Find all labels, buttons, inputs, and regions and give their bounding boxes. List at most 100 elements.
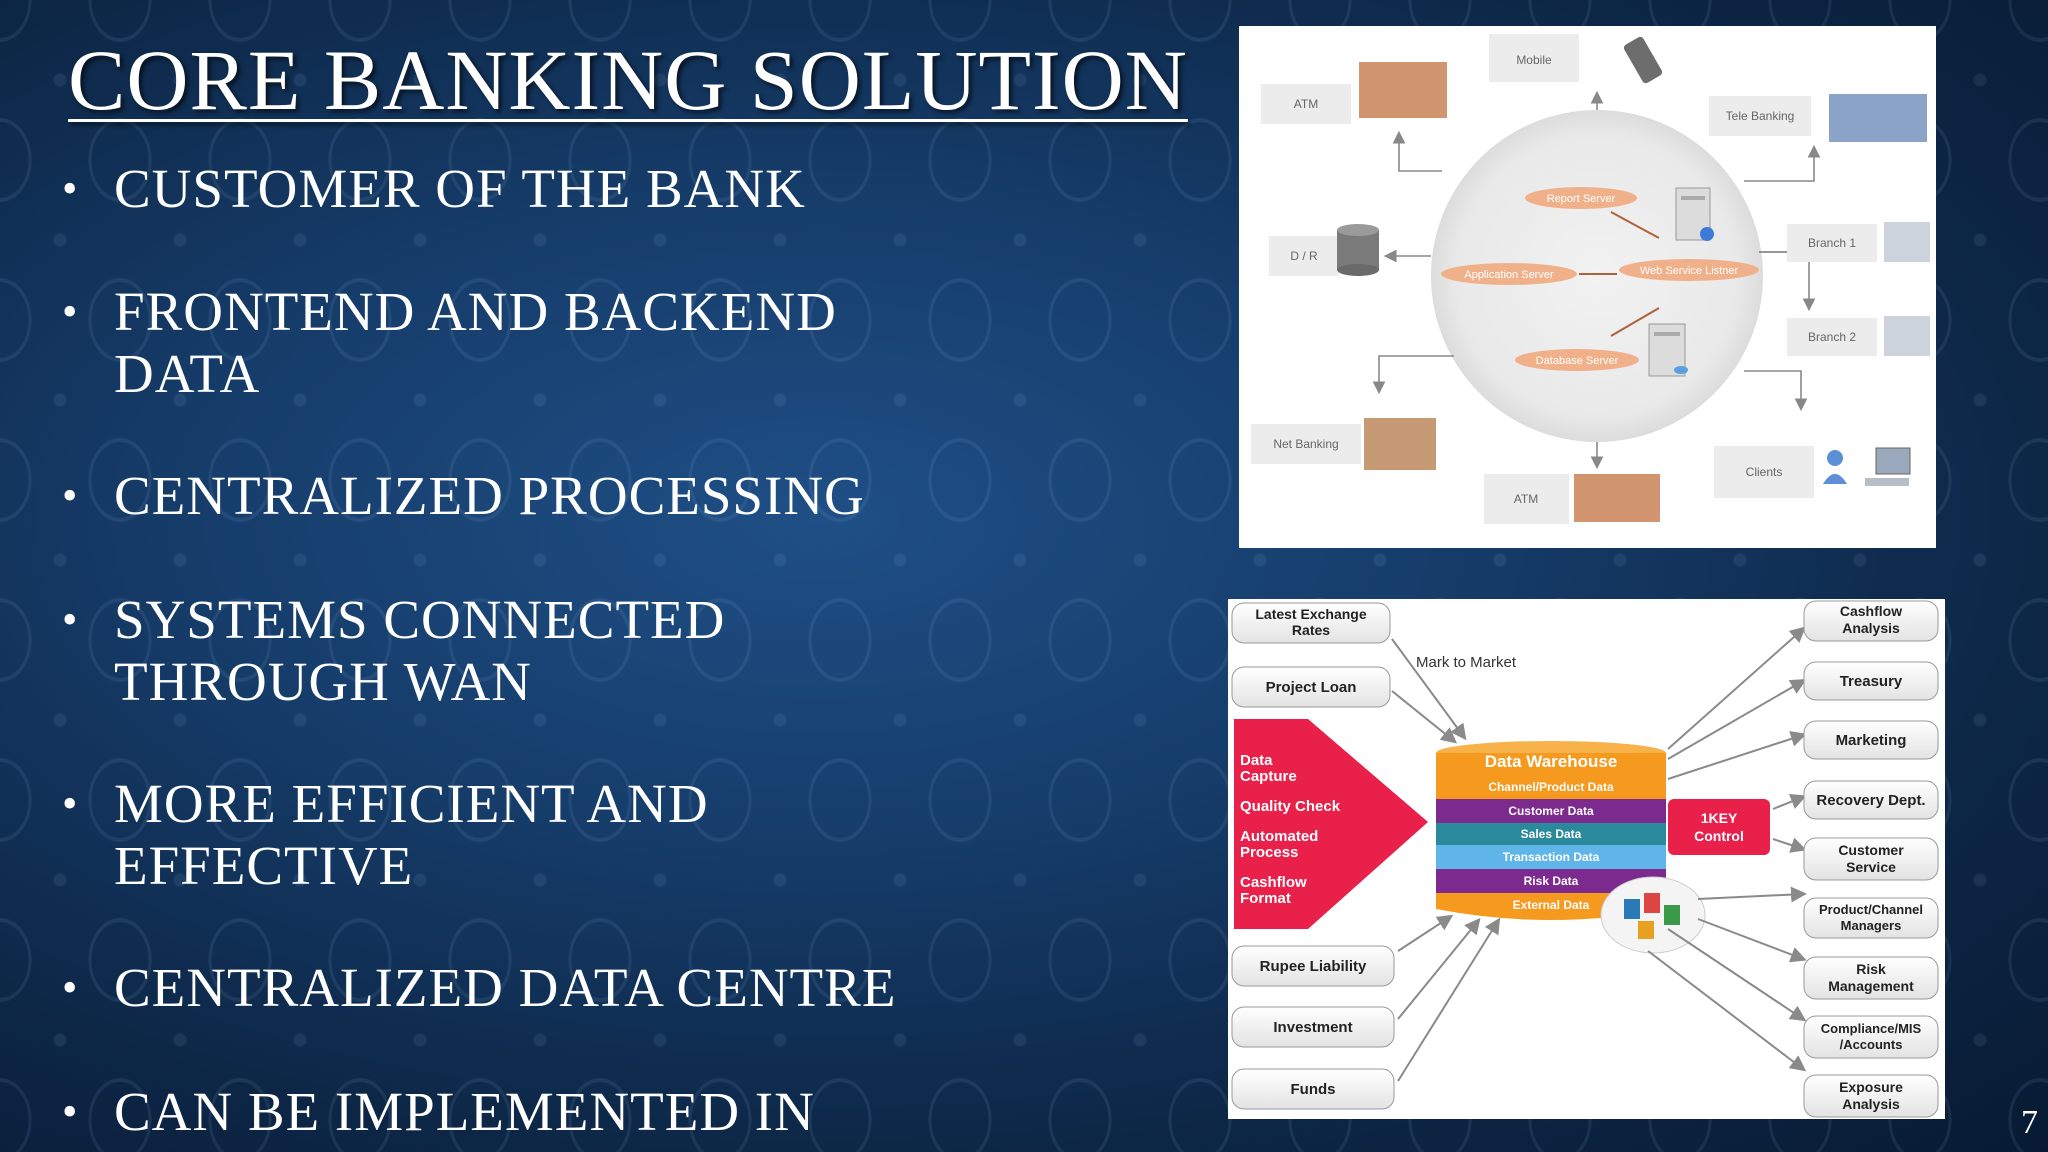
bullet-glyph: • [62,164,79,213]
output-customer-service: Customer Service [1803,837,1939,881]
funnel-label-part: Automated [1240,828,1318,845]
warehouse-layer: Risk Data [1524,874,1579,888]
output-label-part: Exposure [1839,1079,1903,1095]
bullet-glyph: • [62,595,79,644]
database-icon [1337,224,1379,276]
branch1-label: Branch 1 [1808,236,1856,250]
bullet-text: MORE EFFICIENT AND EFFECTIVE [114,773,709,896]
funnel-label-part: Data [1240,752,1273,769]
warehouse-layer: Customer Data [1508,804,1594,818]
bullet-text: FRONTEND AND BACKEND DATA [114,281,837,404]
warehouse-layer: Sales Data [1521,827,1582,841]
dr-channel: D / R [1269,224,1379,276]
warehouse-layer: External Data [1513,898,1590,912]
bullet-glyph: • [62,471,79,520]
slide-title: CORE BANKING SOLUTION [68,32,1188,128]
atm-photo [1359,62,1447,118]
output-exposure-analysis: Exposure Analysis [1803,1074,1939,1118]
core-banking-network-diagram: Report Server Application Server Web Ser… [1239,26,1936,548]
branch1-workstation-icon [1884,222,1930,262]
input-label: Project Loan [1266,679,1357,696]
data-warehouse-diagram: Latest Exchange Rates Project Loan Rupee… [1228,599,1945,1119]
warehouse-title: Data Warehouse [1485,752,1618,771]
funnel-label-part: Process [1240,844,1298,861]
clients-label: Clients [1746,465,1783,479]
tele-banking-label: Tele Banking [1726,109,1795,123]
funnel-shape [1234,719,1428,929]
bullet-item: • FRONTEND AND BACKEND DATA [62,281,934,405]
bullet-glyph: • [62,963,79,1012]
bullet-text: CUSTOMER OF THE BANK [114,158,806,219]
office-apps-icon [1600,876,1706,954]
database-server-icon [1648,323,1688,377]
output-label: Treasury [1840,673,1903,690]
control-label-part: 1KEY [1701,810,1738,826]
bullet-item: • CAN BE IMPLEMENTED IN [62,1081,1014,1143]
output-label-part: Customer [1838,842,1904,858]
bullet-item: •SYSTEMS CONNECTED THROUGH WAN [62,589,814,713]
funnel-label-part: Cashflow [1240,874,1307,891]
processing-funnel: Data Capture Quality Check Automated Pro… [1234,719,1428,929]
web-service-listener-pill: Web Service Listner [1619,259,1759,281]
keyboard-photo [1364,418,1436,470]
input-label: Investment [1273,1019,1352,1036]
application-server-label: Application Server [1464,269,1554,281]
atm-top-channel: ATM [1261,62,1447,124]
output-label-part: Managers [1841,918,1902,933]
bullet-item: •MORE EFFICIENT AND EFFECTIVE [62,773,814,897]
mark-to-market-label: Mark to Market [1416,654,1517,671]
network-diagram-svg: Report Server Application Server Web Ser… [1239,26,1936,548]
bullet-glyph: • [62,287,79,336]
warehouse-layer: Channel/Product Data [1488,780,1614,794]
input-label-part: Latest Exchange [1255,606,1366,622]
input-investment: Investment [1231,1006,1395,1048]
bullet-text: CENTRALIZED DATA CENTRE [114,957,897,1018]
bullet-item: • CUSTOMER OF THE BANK [62,158,1014,220]
input-label: Funds [1291,1081,1336,1098]
branch1-channel: Branch 1 [1787,222,1930,262]
atm-bottom-channel: ATM [1484,474,1660,524]
call-centre-photo [1829,94,1927,142]
one-key-control-box: 1KEY Control [1668,799,1770,855]
server-icon [1675,187,1714,241]
mobile-label: Mobile [1516,53,1552,67]
output-treasury: Treasury [1803,661,1939,701]
report-server-label: Report Server [1547,193,1616,205]
output-compliance-mis-accounts: Compliance/MIS /Accounts [1803,1015,1939,1059]
funnel-label-part: Capture [1240,768,1297,785]
dr-label: D / R [1290,249,1318,263]
output-cashflow-analysis: Cashflow Analysis [1803,600,1939,642]
slide-number: 7 [2021,1104,2038,1141]
net-banking-label: Net Banking [1273,437,1338,451]
output-recovery-dept: Recovery Dept. [1803,780,1939,820]
database-server-label: Database Server [1536,355,1619,367]
input-rupee-liability: Rupee Liability [1231,945,1395,987]
input-project-loan: Project Loan [1231,666,1391,708]
atm-photo-bottom [1574,474,1660,522]
output-label-part: /Accounts [1840,1037,1903,1052]
database-server-pill: Database Server [1515,349,1639,371]
output-label-part: Management [1828,978,1914,994]
branch2-label: Branch 2 [1808,330,1856,344]
atm-bottom-label: ATM [1514,492,1538,506]
bullet-text: CAN BE IMPLEMENTED IN [114,1081,815,1142]
output-label-part: Analysis [1842,1096,1900,1112]
mobile-channel: Mobile [1489,34,1663,84]
net-banking-channel: Net Banking [1251,418,1436,470]
input-label: Rupee Liability [1260,958,1367,975]
output-label: Marketing [1836,732,1907,749]
input-label-part: Rates [1292,622,1330,638]
output-label-part: Cashflow [1840,603,1902,619]
bullet-item: • CENTRALIZED DATA CENTRE [62,957,1014,1019]
data-warehouse-cylinder: Data Warehouse Channel/Product Data Cust… [1436,741,1666,920]
output-label-part: Risk [1856,961,1886,977]
output-label-part: Product/Channel [1819,902,1923,917]
bullet-glyph: • [62,1087,79,1136]
mobile-phone-icon [1623,36,1663,84]
computer-icon [1865,447,1911,486]
branch2-channel: Branch 2 [1787,316,1930,356]
clients-channel: Clients [1714,446,1911,498]
user-icon [1823,450,1847,484]
warehouse-diagram-svg: Latest Exchange Rates Project Loan Rupee… [1228,599,1945,1119]
output-label-part: Service [1846,859,1896,875]
